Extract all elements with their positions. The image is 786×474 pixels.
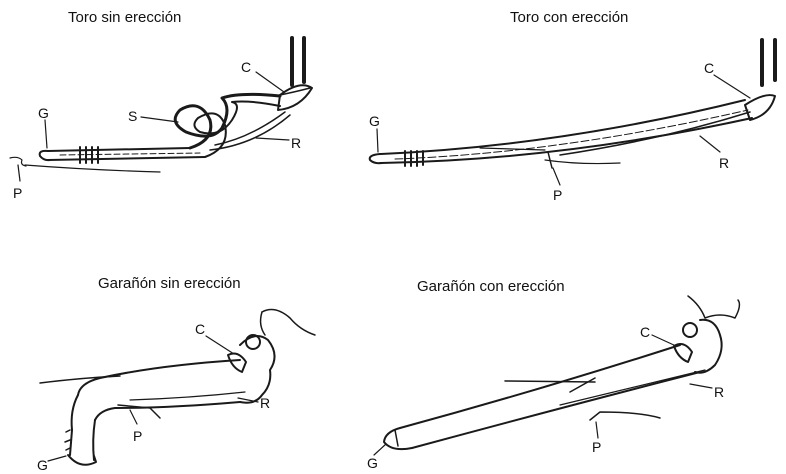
label-p: P — [133, 428, 142, 444]
glans-left-edge — [70, 395, 78, 455]
leader-c — [206, 336, 234, 354]
shaft-lower-edge — [48, 157, 205, 160]
panel-toro-con-ereccion: G C R P — [369, 40, 775, 203]
retractor-muscle — [560, 112, 750, 155]
glans-corona — [395, 430, 398, 446]
shaft-lower-edge — [380, 118, 752, 163]
leader-r — [690, 384, 712, 388]
panel-garanon-con-ereccion: C R P G — [367, 296, 739, 471]
label-g: G — [37, 457, 48, 473]
sigmoid-flexure-inner — [194, 102, 280, 158]
root-bulb — [695, 320, 722, 373]
prepuce-upper — [480, 148, 545, 150]
retractor-muscle — [130, 392, 245, 400]
label-c: C — [241, 59, 251, 75]
leader-g — [48, 456, 66, 461]
label-c: C — [640, 324, 650, 340]
pelvis-outline — [262, 310, 315, 335]
leader-p — [18, 165, 20, 181]
label-g: G — [369, 113, 380, 129]
leader-c — [256, 72, 284, 92]
sheath-fold — [570, 378, 595, 392]
leader-c — [714, 75, 750, 98]
label-g: G — [367, 455, 378, 471]
leader-g — [374, 444, 386, 455]
label-s: S — [128, 108, 137, 124]
root-bulb — [240, 336, 275, 403]
glans-right-edge — [93, 420, 95, 460]
ischial-knob — [683, 323, 697, 337]
label-p: P — [553, 187, 562, 203]
shaft-lower-edge — [95, 402, 240, 420]
panel-garanon-sin-ereccion: C R P G — [37, 310, 315, 473]
glans-tip — [68, 455, 96, 465]
label-r: R — [714, 384, 724, 400]
panel-toro-sin-ereccion: G S C R P — [10, 38, 312, 201]
label-r: R — [719, 155, 729, 171]
prepuce-line — [25, 165, 160, 172]
leader-c — [652, 335, 676, 346]
leader-g — [45, 120, 47, 148]
pelvis-edge — [261, 312, 265, 335]
leader-r — [256, 138, 289, 140]
label-g: G — [38, 105, 49, 121]
leader-p — [553, 168, 560, 185]
leader-r — [700, 136, 720, 152]
prepuce-lower — [545, 160, 620, 164]
leader-p — [596, 422, 598, 438]
shaft-upper-edge — [48, 148, 190, 151]
label-c: C — [195, 321, 205, 337]
crus-dark — [228, 354, 246, 372]
glans-knobs — [65, 430, 70, 450]
shaft-upper-edge — [380, 100, 745, 154]
label-r: R — [291, 135, 301, 151]
prepuce — [590, 412, 660, 420]
crus-penis-dark — [745, 95, 775, 120]
label-r: R — [260, 395, 270, 411]
leader-p — [130, 410, 137, 424]
pelvis-outline — [688, 296, 739, 318]
label-p: P — [592, 439, 601, 455]
glans-tip — [370, 154, 382, 163]
glans-tip — [40, 151, 50, 160]
sheath-line — [505, 381, 595, 382]
label-p: P — [13, 185, 22, 201]
label-c: C — [704, 60, 714, 76]
leader-g — [377, 129, 378, 152]
leader-s — [141, 117, 178, 122]
